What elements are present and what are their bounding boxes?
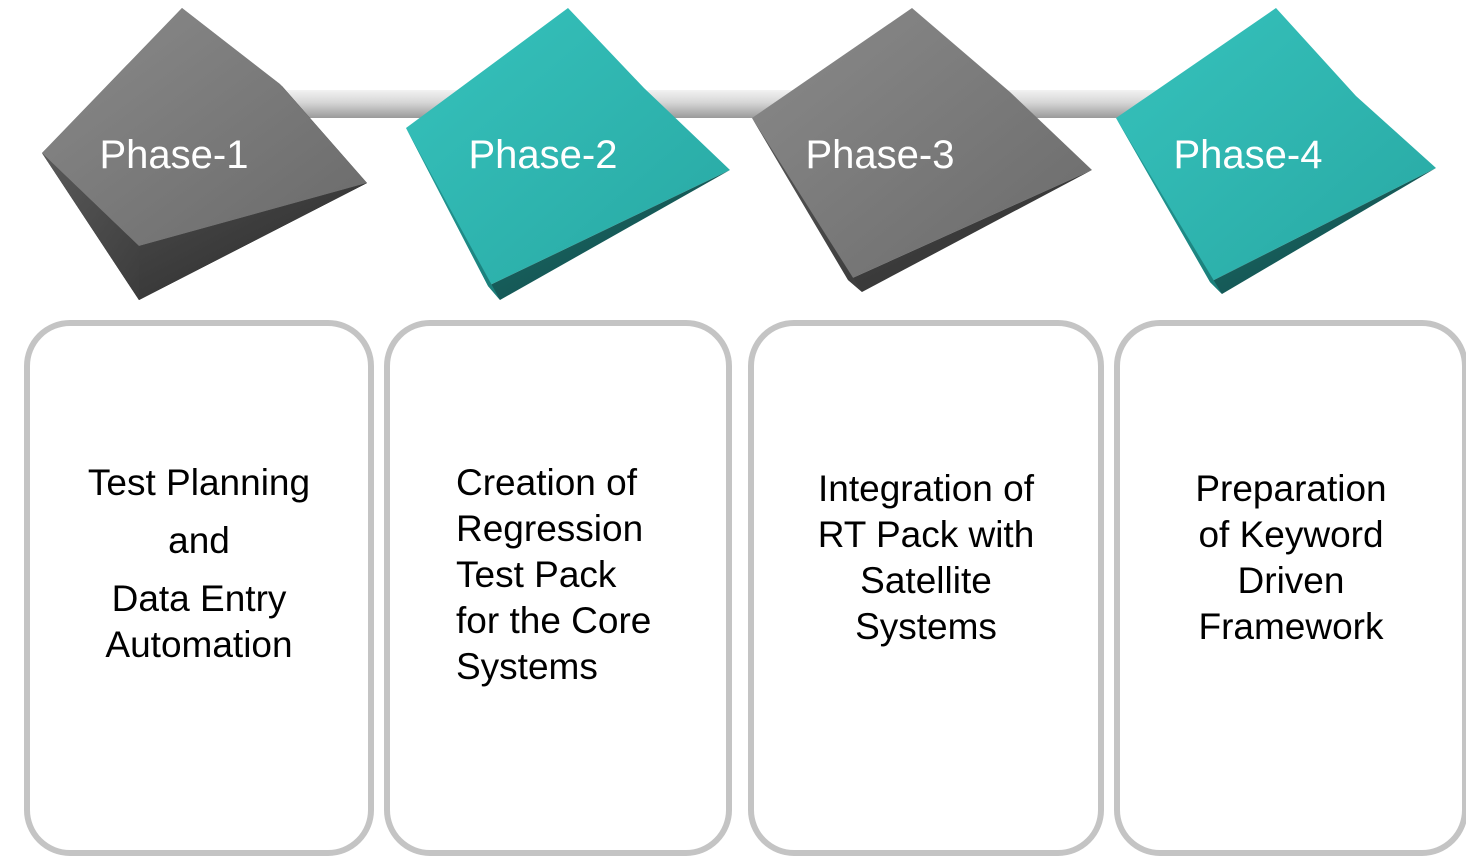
phase-label-4: Phase-4 (1174, 133, 1323, 177)
phase-card-3: Integration of RT Pack with Satellite Sy… (748, 320, 1104, 856)
phase-cube-2: Phase-2 (406, 8, 730, 300)
phase-2-line-4: for the Core (456, 600, 652, 641)
phase-card-2-text: Creation of Regression Test Pack for the… (456, 460, 680, 690)
cube-face-bottom-left (42, 153, 139, 300)
phase-2-line-1: Creation of (456, 462, 637, 503)
phase-3-line-3: Satellite (860, 560, 992, 601)
phase-card-2: Creation of Regression Test Pack for the… (384, 320, 732, 856)
phase-3-line-1: Integration of (818, 468, 1034, 509)
phase-cube-4: Phase-4 (1116, 8, 1436, 294)
phase-card-4-text: Preparation of Keyword Driven Framework (1120, 466, 1462, 650)
cube-face-bottom-right (1210, 168, 1436, 294)
cube-face-upper (752, 8, 1092, 280)
phase-3-line-2: RT Pack with (817, 514, 1035, 555)
phase-2-line-3: Test Pack (456, 554, 617, 595)
phase-label-1: Phase-1 (100, 133, 249, 177)
cube-face-upper (1116, 8, 1436, 282)
cube-face-bottom-right (848, 170, 1092, 292)
cube-face-bottom-left (1116, 118, 1222, 294)
phase-4-line-1: Preparation (1195, 468, 1387, 509)
phase-2-line-5: Systems (456, 646, 598, 687)
cube-face-upper (42, 8, 367, 246)
phase-card-1-text: Test Planning and Data Entry Automation (30, 460, 368, 668)
phase-label-2: Phase-2 (469, 133, 618, 177)
phase-4-line-4: Framework (1198, 606, 1384, 647)
phase-cube-3: Phase-3 (752, 8, 1092, 292)
cube-face-upper (406, 8, 730, 286)
phase-1-line-4: Automation (105, 624, 293, 665)
cube-face-bottom-left (752, 118, 862, 292)
phase-1-line-3: Data Entry (111, 578, 287, 619)
cube-face-bottom-right (488, 170, 730, 300)
phase-cube-1: Phase-1 (42, 8, 367, 300)
connectors (272, 90, 1218, 118)
cube-face-bottom-left (406, 128, 500, 300)
phase-4-line-3: Driven (1237, 560, 1345, 601)
phase-card-1: Test Planning and Data Entry Automation (24, 320, 374, 856)
phase-card-3-text: Integration of RT Pack with Satellite Sy… (754, 466, 1098, 650)
cube-face-bottom-right (139, 183, 367, 300)
phase-3-line-4: Systems (855, 606, 997, 647)
phase-2-line-2: Regression (456, 508, 644, 549)
phase-1-line-1: Test Planning (87, 462, 311, 503)
phase-label-3: Phase-3 (806, 133, 955, 177)
phase-card-4: Preparation of Keyword Driven Framework (1114, 320, 1466, 856)
phase-1-line-2: and (168, 520, 230, 561)
phase-4-line-2: of Keyword (1198, 514, 1384, 555)
